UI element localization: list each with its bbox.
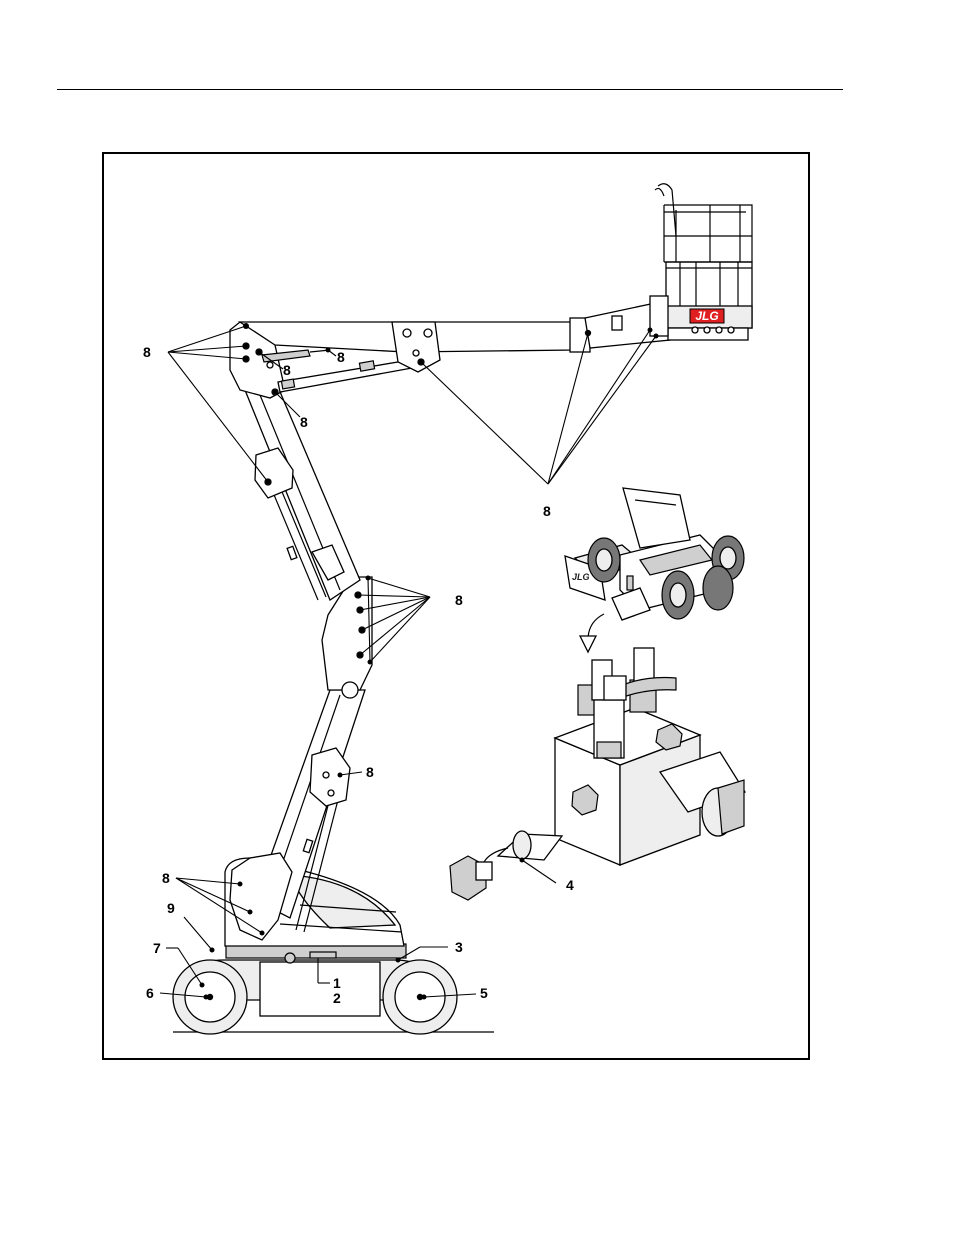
callout-8-pivot-c: 8 (300, 414, 308, 430)
chassis-detail-view: JLG (565, 488, 744, 652)
callout-8-main-boom: 8 (543, 503, 551, 519)
callout-8-pivot-b: 8 (337, 349, 345, 365)
main-boom (240, 302, 670, 372)
platform-basket: JLG (650, 184, 752, 340)
rear-wheel (173, 960, 247, 1034)
callout-9: 9 (167, 900, 175, 916)
callout-4: 4 (566, 877, 574, 893)
callout-1: 1 (333, 975, 341, 991)
callout-8-knuckle: 8 (455, 592, 463, 608)
callout-8-turntable: 8 (162, 870, 170, 886)
upper-riser-boom (245, 380, 360, 600)
front-wheel (383, 960, 457, 1034)
callout-3: 3 (455, 939, 463, 955)
valve-block-detail (450, 648, 745, 900)
callout-5: 5 (480, 985, 488, 1001)
callout-2: 2 (333, 990, 341, 1006)
callout-8-pivot-a: 8 (283, 362, 291, 378)
detail-logo: JLG (572, 572, 590, 582)
callout-8-top-left: 8 (143, 344, 151, 360)
callout-8-lower-boom: 8 (366, 764, 374, 780)
callout-6: 6 (146, 985, 154, 1001)
platform-logo: JLG (695, 309, 718, 323)
callout-7: 7 (153, 940, 161, 956)
